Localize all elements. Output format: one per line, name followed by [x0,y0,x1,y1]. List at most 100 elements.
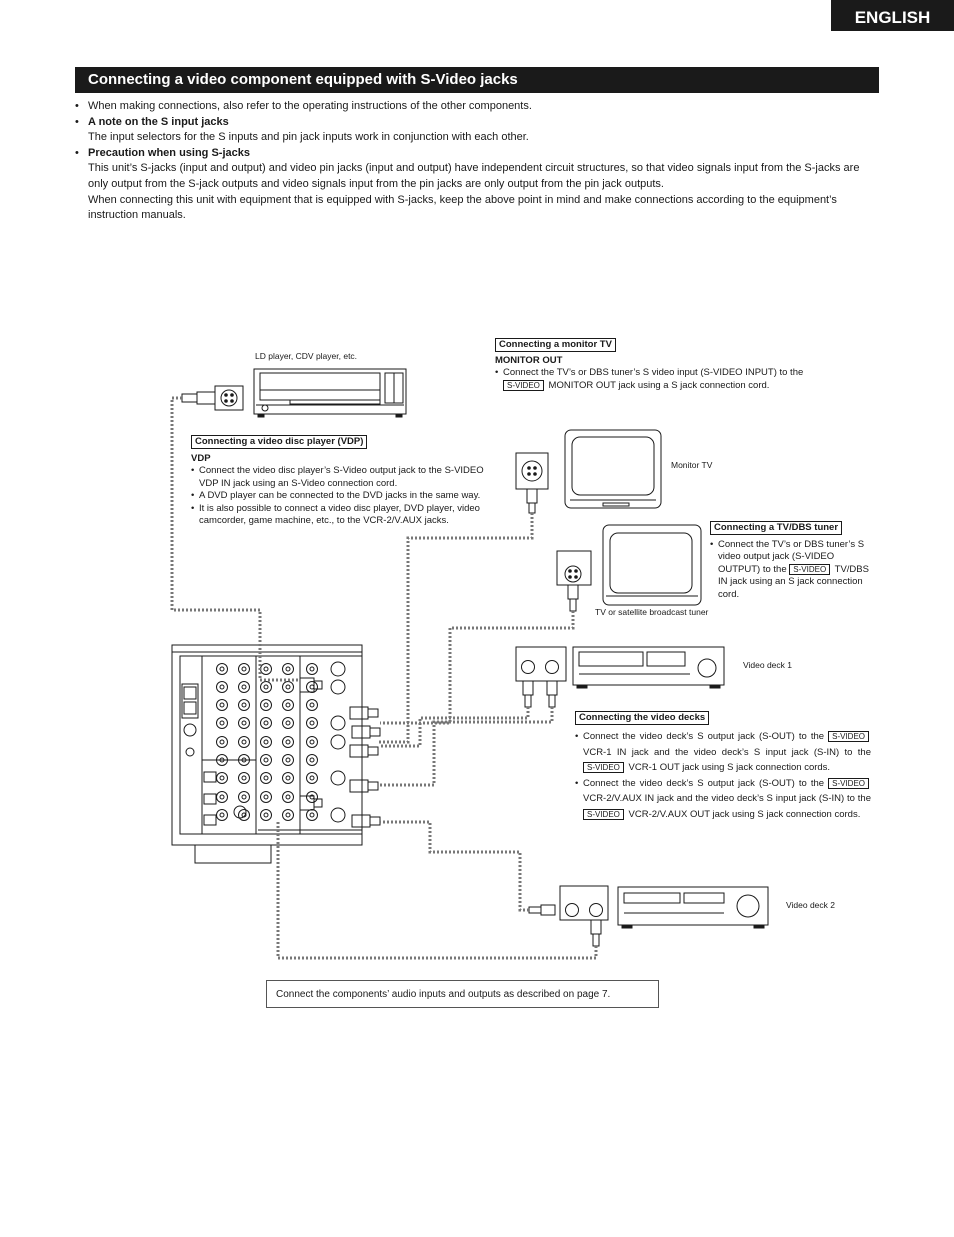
s-video-jack [330,734,346,750]
intro-notes: When making connections, also refer to t… [75,99,879,224]
rca-jack-center [309,684,315,690]
rca-jack-center [263,812,269,818]
rca-jack-center [219,702,225,708]
rca-jack-center [263,775,269,781]
rca-jack [282,791,294,803]
s-video-jack [330,715,346,731]
rca-jack [238,754,250,766]
rca-jack-center [285,757,291,763]
rca-jack-center [219,775,225,781]
vdp-bullet-3: It is also possible to connect a video d… [191,503,495,528]
video-decks-bullet-2: Connect the video deck’s S output jack (… [575,776,871,823]
tuner-bullet: Connect the TV’s or DBS tuner’s S video … [710,539,872,601]
s-video-jack [330,807,346,823]
rca-jack [282,736,294,748]
video-deck-2-illustration [528,885,769,947]
monitor-tv-label: Connecting a monitor TV [495,338,616,352]
video-decks-note: Connect the video deck’s S output jack (… [575,729,871,822]
rca-jack [238,809,250,821]
rca-jack-center [241,794,247,800]
rca-jack [238,791,250,803]
rca-jack [260,809,272,821]
rca-jack-center [285,666,291,672]
s-video-badge: S-VIDEO [583,762,624,773]
rca-jack [282,809,294,821]
audio-connection-note: Connect the components’ audio inputs and… [266,980,659,1008]
rca-jack [306,717,318,729]
rca-jack [216,663,228,675]
rca-jack-center [285,794,291,800]
rca-jack [282,772,294,784]
rca-jack [260,663,272,675]
rca-jack [216,772,228,784]
language-tab: ENGLISH [831,0,954,31]
rca-jack [260,699,272,711]
rca-jack [216,699,228,711]
rca-jack [282,754,294,766]
s-video-jack [330,679,346,695]
rca-jack [216,809,228,821]
rca-jack [238,663,250,675]
receiver-s-video-plugs [299,677,381,828]
rca-jack-center [219,666,225,672]
s-input-note-text: The input selectors for the S inputs and… [88,131,529,144]
rca-jack [306,663,318,675]
intro-bullet-1: When making connections, also refer to t… [75,99,879,115]
rca-jack-center [309,757,315,763]
rca-jack [216,736,228,748]
section-title: Connecting a video component equipped wi… [75,67,879,93]
rca-jack [306,772,318,784]
rca-jack-center [285,812,291,818]
tuner-label: Connecting a TV/DBS tuner [710,521,843,535]
monitor-tv-illustration [515,429,662,514]
video-deck-1-illustration [515,646,725,708]
rca-jack [260,717,272,729]
rca-jack-center [263,684,269,690]
s-jack-precaution-text-2: When connecting this unit with equipment… [88,193,837,222]
rca-jack-center [241,684,247,690]
rca-jack [306,699,318,711]
rca-jack-center [241,702,247,708]
rca-jack-center [219,812,225,818]
s-video-badge: S-VIDEO [583,808,624,820]
intro-bullet-2: A note on the S input jacks The input se… [75,115,879,146]
rca-jack-center [263,794,269,800]
rca-jack-center [263,739,269,745]
rca-jack [238,681,250,693]
vdp-label: Connecting a video disc player (VDP) [191,435,368,449]
rca-jack [306,791,318,803]
ld-player-illustration [253,368,407,418]
cable-routes [170,396,598,960]
rca-jack [260,754,272,766]
rca-jack [282,717,294,729]
s-jack-precaution-heading: Precaution when using S-jacks [88,146,250,159]
rca-jack [216,791,228,803]
rca-jack-center [285,739,291,745]
rca-jack-center [241,666,247,672]
rca-jack [216,717,228,729]
rca-jack [306,809,318,821]
s-video-jack [330,661,346,677]
monitor-out-heading: MONITOR OUT [495,355,563,366]
video-decks-bullet-1: Connect the video deck’s S output jack (… [575,729,871,776]
tuner-caption: TV or satellite broadcast tuner [595,607,709,617]
rca-jack-center [219,757,225,763]
rca-jack [282,699,294,711]
rca-jack-center [219,739,225,745]
rca-jack-center [241,775,247,781]
rca-jack [260,791,272,803]
rca-jack [282,663,294,675]
video-decks-label: Connecting the video decks [575,711,710,725]
rca-jack [306,754,318,766]
rca-jack-center [219,720,225,726]
vdp-heading: VDP [191,453,211,464]
receiver-jack-grid [216,661,346,823]
rca-jack [306,681,318,693]
rca-jack-center [241,720,247,726]
tuner-illustration [556,524,702,612]
rca-jack-center [285,684,291,690]
rca-jack [260,736,272,748]
s-input-note-heading: A note on the S input jacks [88,115,229,128]
rca-jack [282,681,294,693]
